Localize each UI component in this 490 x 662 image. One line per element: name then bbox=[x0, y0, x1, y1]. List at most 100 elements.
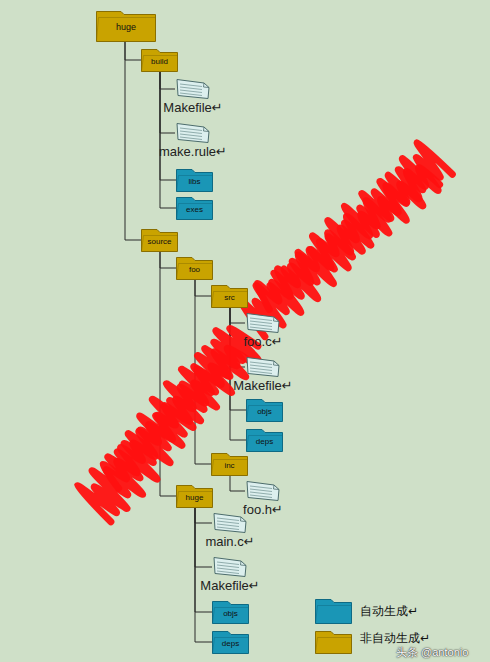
file-line bbox=[180, 93, 202, 96]
tree-branch bbox=[125, 42, 141, 60]
folder-body bbox=[177, 170, 213, 192]
file-corner bbox=[204, 127, 210, 132]
folder-name: inc bbox=[224, 462, 234, 470]
file-line bbox=[217, 518, 239, 521]
folder-name: deps bbox=[222, 640, 239, 648]
folder-flap bbox=[316, 638, 352, 654]
file-line bbox=[217, 571, 239, 574]
folder-flap bbox=[177, 204, 213, 220]
tree-branch bbox=[195, 280, 211, 296]
folder-body bbox=[212, 454, 248, 476]
file-line bbox=[250, 371, 272, 374]
tree-branch bbox=[160, 72, 176, 180]
folder-flap bbox=[97, 18, 156, 42]
file-line bbox=[250, 324, 272, 327]
folder-icon: foo bbox=[176, 256, 213, 280]
tree-branch bbox=[195, 508, 212, 612]
tree-branch bbox=[160, 252, 176, 268]
legend-swatch bbox=[315, 630, 352, 654]
folder-icon: inc bbox=[211, 452, 248, 476]
folder-icon: huge bbox=[176, 484, 213, 508]
tree-branch bbox=[125, 42, 141, 240]
file-name: Makefile↵ bbox=[161, 100, 225, 115]
file-name: Makefile↵ bbox=[198, 578, 262, 593]
folder-name: huge bbox=[186, 494, 204, 502]
folder-flap bbox=[213, 638, 249, 654]
file-line bbox=[250, 321, 272, 324]
tree-branch bbox=[195, 508, 212, 523]
folder-flap bbox=[142, 236, 178, 252]
folder-icon: deps bbox=[212, 630, 249, 654]
file-line bbox=[250, 486, 272, 489]
folder-flap bbox=[142, 56, 178, 72]
folder-icon: build bbox=[141, 48, 178, 72]
file-line bbox=[180, 90, 202, 93]
file-line bbox=[217, 521, 239, 524]
file-line bbox=[250, 492, 272, 495]
file-line bbox=[250, 365, 272, 368]
folder-body bbox=[177, 258, 213, 280]
file-line bbox=[180, 131, 202, 134]
legend-swatch bbox=[315, 598, 352, 624]
file-line bbox=[217, 565, 239, 568]
folder-flap bbox=[213, 608, 249, 624]
file-page bbox=[247, 314, 279, 333]
folder-name: objs bbox=[223, 610, 238, 618]
file-line bbox=[250, 368, 272, 371]
folder-flap bbox=[247, 406, 283, 422]
file-line bbox=[180, 128, 202, 131]
file-shape bbox=[175, 78, 211, 100]
file-name: make.rule↵ bbox=[157, 144, 229, 159]
file-icon: main.c↵ bbox=[203, 512, 257, 549]
folder-body bbox=[247, 400, 283, 422]
folder-flap bbox=[177, 264, 213, 280]
file-shape bbox=[212, 512, 248, 534]
file-line bbox=[217, 562, 239, 565]
file-shape bbox=[175, 122, 211, 144]
red-scribble-stroke bbox=[239, 143, 452, 337]
legend-text: 自动生成↵ bbox=[360, 604, 418, 618]
file-name: main.c↵ bbox=[203, 534, 257, 549]
file-corner bbox=[204, 83, 210, 88]
file-line bbox=[250, 327, 272, 330]
file-page bbox=[214, 514, 246, 533]
folder-icon: libs bbox=[176, 168, 213, 192]
folder-body bbox=[97, 12, 156, 42]
file-shape bbox=[245, 312, 281, 334]
tree-branch bbox=[160, 72, 175, 89]
file-icon: Makefile↵ bbox=[231, 356, 295, 393]
file-line bbox=[250, 318, 272, 321]
file-line bbox=[217, 524, 239, 527]
watermark: 头条 @antonio bbox=[396, 645, 468, 659]
folder-icon: objs bbox=[246, 398, 283, 422]
folder-body bbox=[316, 632, 352, 654]
file-shape bbox=[245, 480, 281, 502]
file-line bbox=[217, 568, 239, 571]
file-line bbox=[180, 84, 202, 87]
tree-branch bbox=[230, 476, 245, 491]
folder-name: foo bbox=[189, 266, 200, 274]
folder-icon: src bbox=[211, 284, 248, 308]
file-shape bbox=[212, 556, 248, 578]
red-scribble-stroke bbox=[77, 328, 258, 521]
folder-flap bbox=[177, 176, 213, 192]
file-icon: foo.c↵ bbox=[241, 312, 285, 349]
file-page bbox=[177, 80, 209, 99]
file-name: foo.c↵ bbox=[241, 334, 285, 349]
folder-body bbox=[213, 602, 249, 624]
folder-name: build bbox=[151, 58, 168, 66]
folder-flap bbox=[247, 436, 283, 452]
folder-icon: deps bbox=[246, 428, 283, 452]
file-line bbox=[250, 489, 272, 492]
folder-body bbox=[142, 50, 178, 72]
file-page bbox=[214, 558, 246, 577]
folder-body bbox=[177, 198, 213, 220]
folder-body bbox=[213, 632, 249, 654]
tree-branch bbox=[160, 72, 176, 208]
folder-icon: objs bbox=[212, 600, 249, 624]
file-page bbox=[247, 358, 279, 377]
folder-flap bbox=[316, 606, 352, 624]
folder-name: objs bbox=[257, 408, 272, 416]
folder-flap bbox=[212, 292, 248, 308]
